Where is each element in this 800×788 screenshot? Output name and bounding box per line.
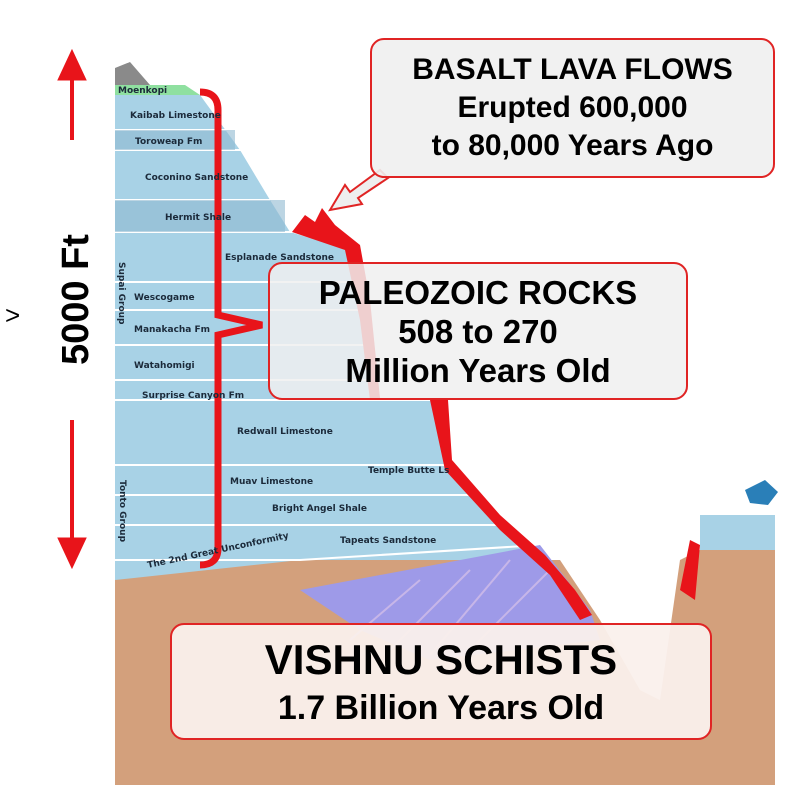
callout-paleozoic: PALEOZOIC ROCKS 508 to 270 Million Years… (268, 262, 688, 400)
moenkopi-layer (115, 85, 200, 95)
group-label: Tonto Group (117, 480, 127, 543)
callout-title: VISHNU SCHISTS (264, 635, 618, 683)
layer-label: Watahomigi (134, 361, 195, 371)
layer-label: Coconino Sandstone (145, 173, 248, 183)
layer-label: Muav Limestone (230, 477, 313, 487)
layer-label: Hermit Shale (165, 213, 231, 223)
callout-vishnu: VISHNU SCHISTS 1.7 Billion Years Old (170, 623, 712, 740)
callout-title: PALEOZOIC ROCKS (318, 273, 638, 311)
paleozoic-brace (199, 88, 263, 569)
hermit-shale-band (115, 200, 285, 232)
callout-line: Million Years Old (345, 351, 611, 389)
side-mark: > (5, 300, 21, 330)
right-mesa-strata (700, 515, 775, 550)
layer-label: Wescogame (134, 293, 195, 303)
layer-label: Temple Butte Ls (368, 466, 449, 476)
layer-label: Redwall Limestone (237, 427, 333, 437)
layer-label: Manakacha Fm (134, 325, 210, 335)
cap-rock (115, 62, 150, 85)
height-arrow (57, 48, 87, 570)
layer-label: Bright Angel Shale (272, 504, 367, 514)
callout-line: 1.7 Billion Years Old (277, 688, 605, 727)
layer-label: Toroweap Fm (135, 137, 202, 147)
layer-label: Tapeats Sandstone (340, 536, 436, 546)
blue-rock-icon (745, 480, 778, 505)
layer-label: Esplanade Sandstone (225, 253, 334, 263)
callout-line: to 80,000 Years Ago (431, 129, 714, 162)
callout-basalt: BASALT LAVA FLOWS Erupted 600,000 to 80,… (370, 38, 775, 178)
callout-line: Erupted 600,000 (457, 91, 688, 124)
layer-label: Surprise Canyon Fm (142, 391, 244, 401)
right-lava-flow (680, 540, 700, 600)
scale-label: 5000 Ft (55, 234, 97, 365)
layer-label: Moenkopi (118, 86, 167, 96)
layer-label: Kaibab Limestone (130, 111, 221, 121)
group-label: Supai Group (116, 262, 126, 325)
callout-title: BASALT LAVA FLOWS (412, 53, 733, 86)
toroweap-band (115, 130, 235, 150)
callout-line: 508 to 270 (398, 312, 558, 350)
